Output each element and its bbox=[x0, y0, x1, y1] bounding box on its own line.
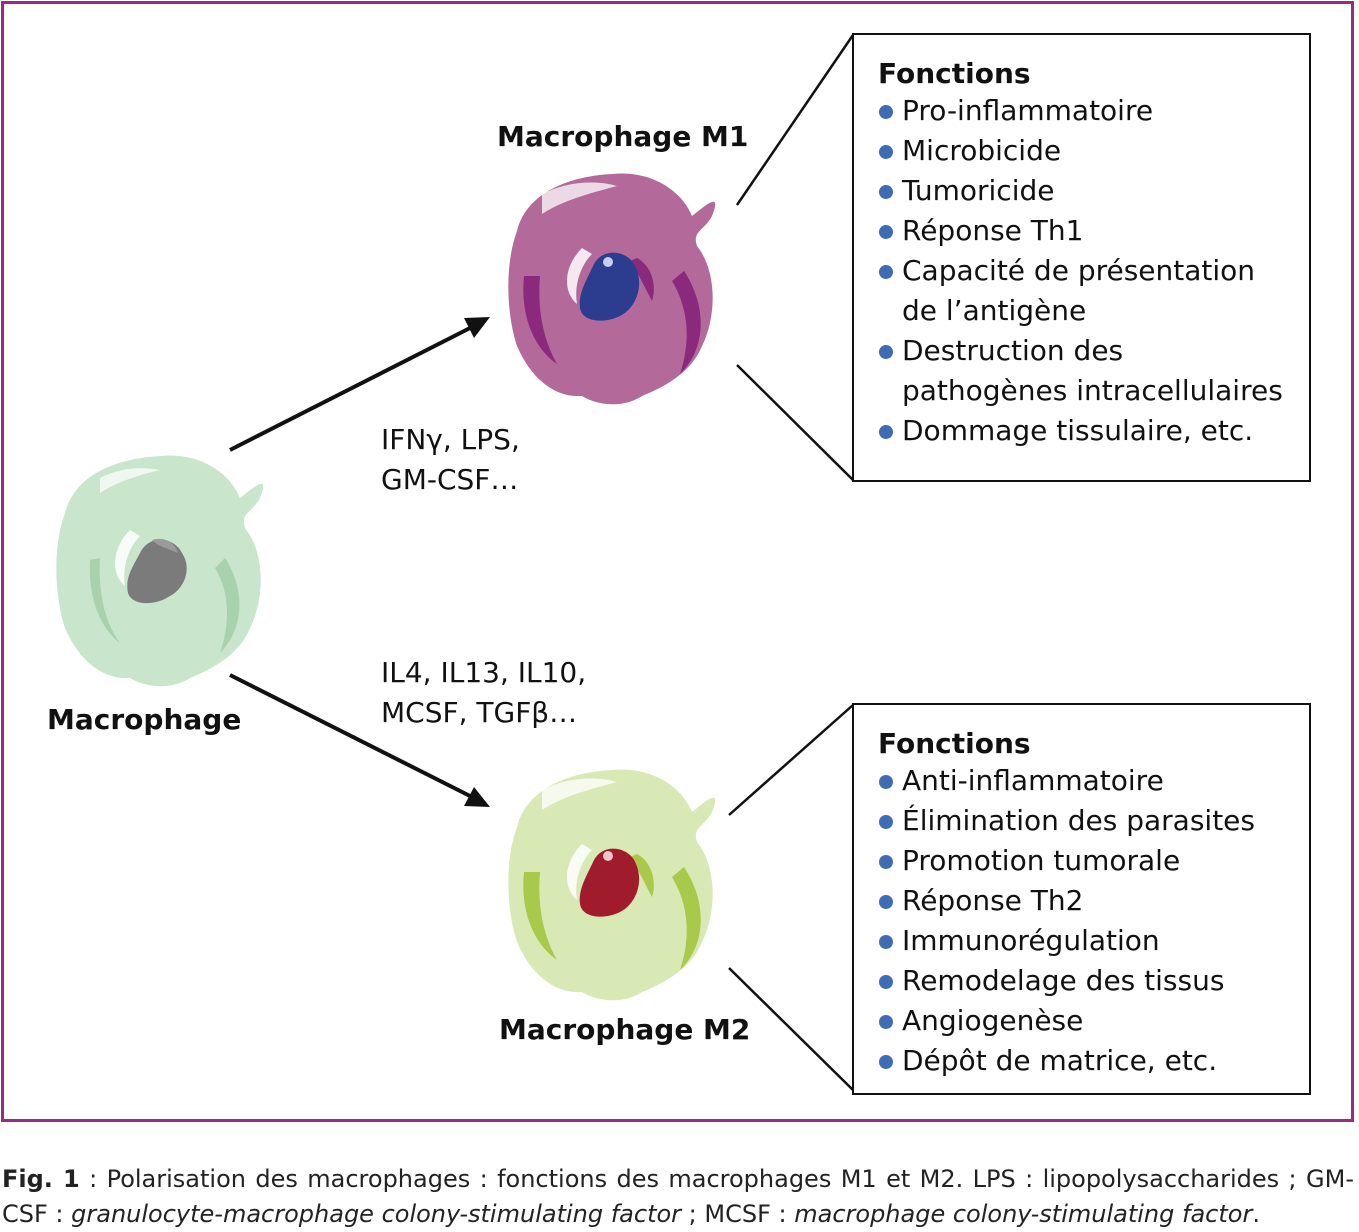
list-item: Capacité de présentation bbox=[878, 251, 1309, 291]
list-item: Dommage tissulaire, etc. bbox=[878, 411, 1309, 451]
list-item: Pro-inflammatoire bbox=[878, 91, 1309, 131]
bullet-icon bbox=[879, 345, 893, 359]
caption-text-1: : Polarisation des macrophages : fonctio… bbox=[2, 1165, 1354, 1228]
list-item-continuation: de l’antigène bbox=[902, 294, 1087, 327]
caption-fig-label: Fig. 1 bbox=[2, 1165, 80, 1193]
bullet-icon bbox=[879, 975, 893, 989]
stimuli-m1: IFNγ, LPS, GM-CSF… bbox=[381, 420, 520, 500]
functions-title-m2: Fonctions bbox=[878, 727, 1031, 760]
list-item: Promotion tumorale bbox=[878, 841, 1309, 881]
label-m1: Macrophage M1 bbox=[497, 120, 749, 153]
callout-lines-m1 bbox=[735, 34, 855, 481]
caption-italic-2: macrophage colony-stimulating factor bbox=[794, 1200, 1253, 1228]
stimuli-m2-line1: IL4, IL13, IL10, bbox=[381, 656, 587, 689]
list-item: Anti-inflammatoire bbox=[878, 761, 1309, 801]
arrow-head bbox=[464, 787, 490, 807]
bullet-icon bbox=[879, 425, 893, 439]
list-item: Élimination des parasites bbox=[878, 801, 1309, 841]
bullet-icon bbox=[879, 105, 893, 119]
caption-text-2: ; MCSF : bbox=[681, 1200, 795, 1228]
functions-title-m1: Fonctions bbox=[878, 57, 1031, 90]
bullet-icon bbox=[879, 775, 893, 789]
bullet-icon bbox=[879, 265, 893, 279]
list-item: Remodelage des tissus bbox=[878, 961, 1309, 1001]
functions-box-m2: Fonctions Anti-inflammatoire Élimination… bbox=[852, 703, 1311, 1095]
functions-list-m1: Pro-inflammatoire Microbicide Tumoricide… bbox=[878, 91, 1309, 451]
list-item: Immunorégulation bbox=[878, 921, 1309, 961]
label-macrophage: Macrophage bbox=[47, 703, 242, 736]
stimuli-m2: IL4, IL13, IL10, MCSF, TGFβ… bbox=[381, 653, 586, 733]
list-item: Angiogenèse bbox=[878, 1001, 1309, 1041]
list-item: Réponse Th2 bbox=[878, 881, 1309, 921]
list-item: Réponse Th1 bbox=[878, 211, 1309, 251]
bullet-icon bbox=[879, 895, 893, 909]
label-m2: Macrophage M2 bbox=[499, 1013, 751, 1046]
stimuli-m2-line2: MCSF, TGFβ… bbox=[381, 696, 578, 729]
cell-m1-icon bbox=[508, 173, 716, 405]
bullet-icon bbox=[879, 1055, 893, 1069]
cell-m2-icon bbox=[508, 769, 716, 1001]
bullet-icon bbox=[879, 145, 893, 159]
stimuli-m1-line1: IFNγ, LPS, bbox=[381, 423, 520, 456]
functions-list-m2: Anti-inflammatoire Élimination des paras… bbox=[878, 761, 1309, 1081]
bullet-icon bbox=[879, 1015, 893, 1029]
arrow-to-m1 bbox=[229, 317, 490, 452]
list-item: Destruction des bbox=[878, 331, 1309, 371]
list-item: Tumoricide bbox=[878, 171, 1309, 211]
bullet-icon bbox=[879, 225, 893, 239]
caption-text-3: . bbox=[1252, 1200, 1260, 1228]
caption-italic-1: granulocyte-macrophage colony-stimulatin… bbox=[71, 1200, 682, 1228]
list-item: Microbicide bbox=[878, 131, 1309, 171]
list-item: Dépôt de matrice, etc. bbox=[878, 1041, 1309, 1081]
bullet-icon bbox=[879, 185, 893, 199]
bullet-icon bbox=[879, 815, 893, 829]
figure-frame bbox=[1, 1, 1354, 1122]
bullet-icon bbox=[879, 935, 893, 949]
callout-lines-m2 bbox=[728, 704, 854, 1091]
arrow-head bbox=[464, 317, 490, 338]
functions-box-m1: Fonctions Pro-inflammatoire Microbicide … bbox=[852, 33, 1311, 482]
bullet-icon bbox=[879, 855, 893, 869]
stimuli-m1-line2: GM-CSF… bbox=[381, 463, 519, 496]
arrow-to-m2 bbox=[229, 673, 490, 807]
figure-caption: Fig. 1 : Polarisation des macrophages : … bbox=[2, 1162, 1354, 1232]
cell-macrophage-icon bbox=[56, 455, 264, 687]
list-item-continuation: pathogènes intracellulaires bbox=[902, 374, 1283, 407]
